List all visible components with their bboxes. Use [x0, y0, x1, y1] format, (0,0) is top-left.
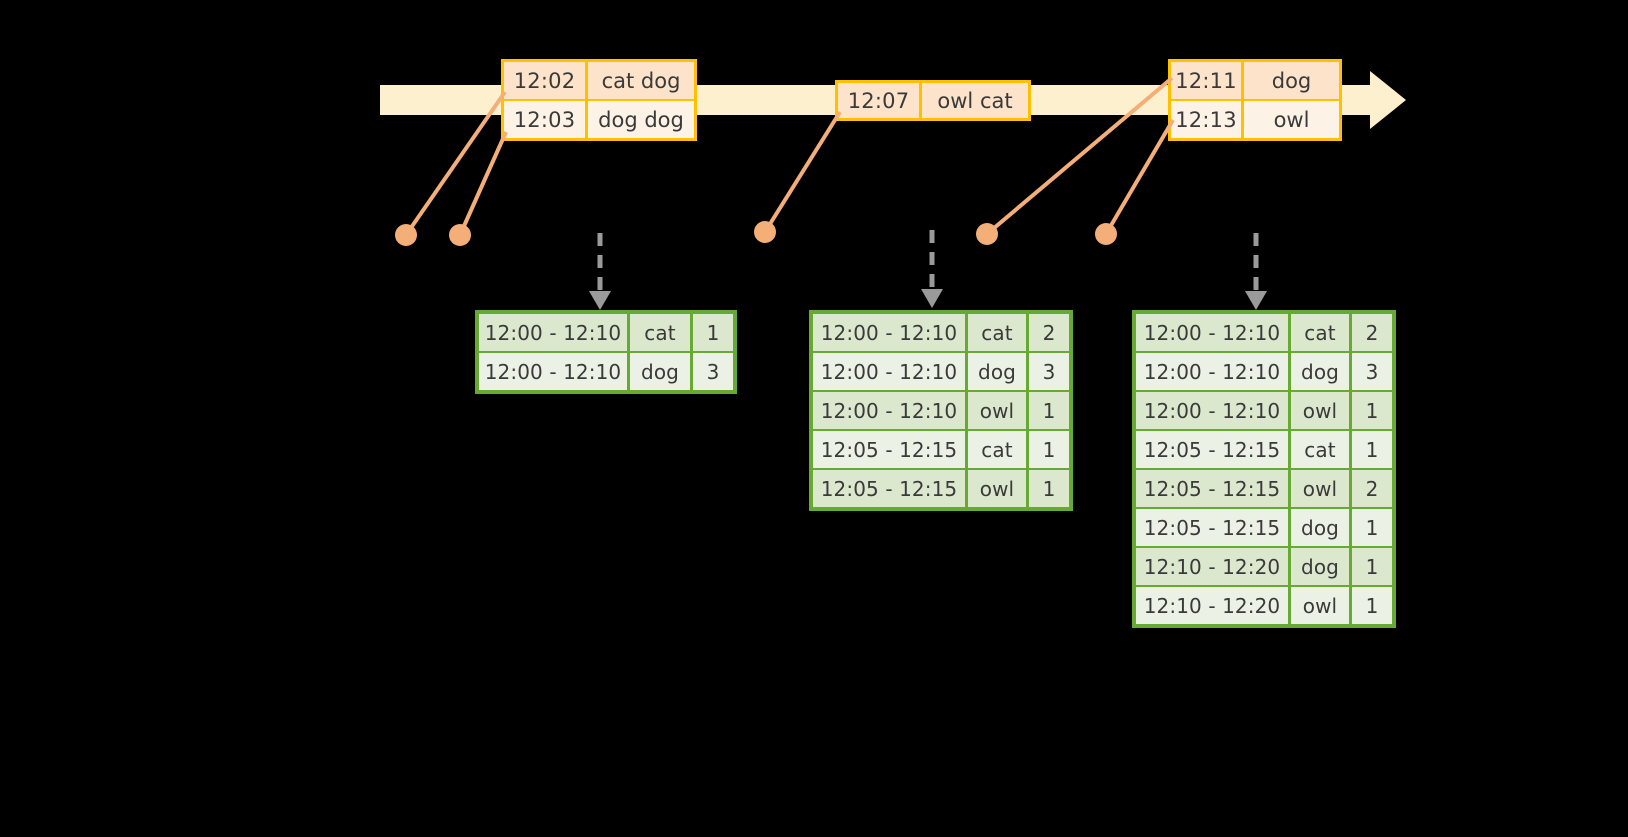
count-cell: 1 [693, 314, 733, 351]
table-row[interactable]: 12:05 - 12:15 owl 2 [1136, 470, 1392, 507]
table-row[interactable]: 12:00 - 12:10 owl 1 [1136, 392, 1392, 429]
window-cell: 12:05 - 12:15 [1136, 509, 1288, 546]
table-row[interactable]: 12:05 - 12:15 dog 1 [1136, 509, 1392, 546]
word-cell: owl [1291, 470, 1349, 507]
word-cell: owl [1291, 392, 1349, 429]
window-cell: 12:10 - 12:20 [1136, 587, 1288, 624]
window-cell: 12:00 - 12:10 [479, 314, 627, 351]
event-words: dog dog [588, 101, 694, 138]
connector-line [458, 131, 508, 236]
word-cell: dog [1291, 353, 1349, 390]
table-row[interactable]: 12:00 - 12:10 dog 3 [479, 353, 733, 390]
event-group-3[interactable]: 12:11 dog 12:13 owl [1168, 59, 1342, 141]
window-cell: 12:05 - 12:15 [813, 431, 965, 468]
window-cell: 12:00 - 12:10 [479, 353, 627, 390]
event-words: owl [1244, 101, 1339, 138]
table-row[interactable]: 12:05 - 12:15 owl 1 [813, 470, 1069, 507]
trigger-arrowhead [1245, 291, 1267, 310]
connector-line [1104, 118, 1175, 236]
event-time: 12:02 [504, 62, 588, 99]
word-cell: owl [968, 470, 1026, 507]
table-row[interactable]: 12:10 - 12:20 owl 1 [1136, 587, 1392, 624]
table-row[interactable]: 12:00 - 12:10 cat 2 [1136, 314, 1392, 351]
event-words: dog [1244, 62, 1339, 99]
table-row[interactable]: 12:00 - 12:10 dog 3 [813, 353, 1069, 390]
count-cell: 1 [1029, 392, 1069, 429]
event-group-2[interactable]: 12:07 owl cat [835, 80, 1031, 121]
window-cell: 12:00 - 12:10 [813, 353, 965, 390]
table-row[interactable]: 12:05 - 12:15 cat 1 [1136, 431, 1392, 468]
word-cell: dog [1291, 548, 1349, 585]
word-cell: dog [968, 353, 1026, 390]
trigger-arrowhead [589, 291, 611, 310]
count-cell: 1 [1029, 470, 1069, 507]
event-marker-dot [754, 221, 776, 243]
count-cell: 2 [1029, 314, 1069, 351]
result-table-2[interactable]: 12:00 - 12:10 cat 2 12:00 - 12:10 dog 3 … [809, 310, 1073, 511]
event-time: 12:13 [1171, 101, 1244, 138]
window-cell: 12:10 - 12:20 [1136, 548, 1288, 585]
event-row[interactable]: 12:13 owl [1171, 99, 1339, 138]
table-row[interactable]: 12:05 - 12:15 cat 1 [813, 431, 1069, 468]
word-cell: cat [1291, 431, 1349, 468]
result-table-3[interactable]: 12:00 - 12:10 cat 2 12:00 - 12:10 dog 3 … [1132, 310, 1396, 628]
window-cell: 12:05 - 12:15 [1136, 470, 1288, 507]
event-row[interactable]: 12:02 cat dog [504, 62, 694, 99]
table-row[interactable]: 12:00 - 12:10 cat 1 [479, 314, 733, 351]
word-cell: dog [1291, 509, 1349, 546]
count-cell: 3 [693, 353, 733, 390]
event-group-1[interactable]: 12:02 cat dog 12:03 dog dog [501, 59, 697, 141]
word-cell: cat [968, 431, 1026, 468]
event-time: 12:11 [1171, 62, 1244, 99]
table-row[interactable]: 12:00 - 12:10 owl 1 [813, 392, 1069, 429]
count-cell: 1 [1352, 587, 1392, 624]
trigger-arrowhead [921, 289, 943, 308]
window-cell: 12:05 - 12:15 [1136, 431, 1288, 468]
count-cell: 1 [1029, 431, 1069, 468]
table-row[interactable]: 12:00 - 12:10 cat 2 [813, 314, 1069, 351]
word-cell: owl [968, 392, 1026, 429]
table-row[interactable]: 12:00 - 12:10 dog 3 [1136, 353, 1392, 390]
event-marker-dot [395, 224, 417, 246]
window-cell: 12:00 - 12:10 [813, 392, 965, 429]
word-cell: dog [630, 353, 690, 390]
count-cell: 1 [1352, 392, 1392, 429]
word-cell: cat [630, 314, 690, 351]
count-cell: 2 [1352, 470, 1392, 507]
event-row[interactable]: 12:11 dog [1171, 62, 1339, 99]
window-cell: 12:00 - 12:10 [1136, 353, 1288, 390]
connector-line [763, 110, 842, 234]
count-cell: 1 [1352, 509, 1392, 546]
count-cell: 3 [1029, 353, 1069, 390]
count-cell: 1 [1352, 431, 1392, 468]
word-cell: cat [1291, 314, 1349, 351]
event-row[interactable]: 12:03 dog dog [504, 99, 694, 138]
table-row[interactable]: 12:10 - 12:20 dog 1 [1136, 548, 1392, 585]
window-cell: 12:00 - 12:10 [813, 314, 965, 351]
result-table-1[interactable]: 12:00 - 12:10 cat 1 12:00 - 12:10 dog 3 [475, 310, 737, 394]
event-time: 12:03 [504, 101, 588, 138]
count-cell: 2 [1352, 314, 1392, 351]
word-cell: owl [1291, 587, 1349, 624]
event-words: cat dog [588, 62, 694, 99]
event-marker-dot [1095, 223, 1117, 245]
window-cell: 12:05 - 12:15 [813, 470, 965, 507]
event-marker-dot [976, 223, 998, 245]
word-cell: cat [968, 314, 1026, 351]
event-row[interactable]: 12:07 owl cat [838, 83, 1028, 118]
event-words: owl cat [922, 83, 1028, 118]
event-marker-dot [449, 224, 471, 246]
event-time: 12:07 [838, 83, 922, 118]
window-cell: 12:00 - 12:10 [1136, 392, 1288, 429]
count-cell: 3 [1352, 353, 1392, 390]
count-cell: 1 [1352, 548, 1392, 585]
timeline-arrowhead [1370, 71, 1406, 129]
window-cell: 12:00 - 12:10 [1136, 314, 1288, 351]
